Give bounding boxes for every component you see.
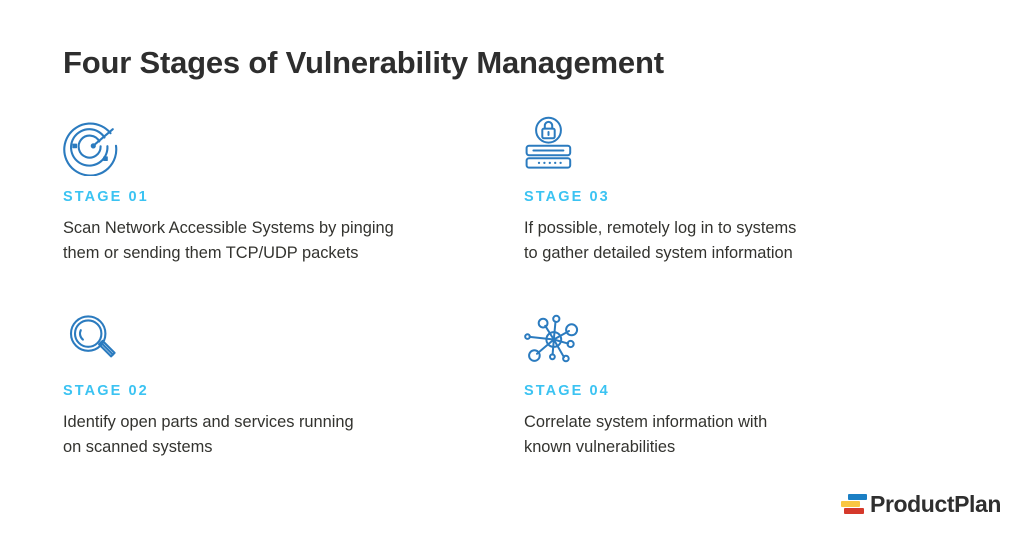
stage-description-line: Scan Network Accessible Systems by pingi… (63, 218, 394, 237)
productplan-logo-mark-icon (841, 492, 867, 516)
productplan-wordmark: ProductPlan (870, 490, 1002, 517)
stage-label: STAGE 03 (524, 189, 610, 205)
login-lock-icon (524, 116, 584, 178)
productplan-logo: ProductPlan (841, 489, 1001, 519)
stage-label: STAGE 01 (63, 189, 149, 205)
stage-description: Correlate system information with known … (524, 410, 934, 461)
stage-label: STAGE 02 (63, 383, 149, 399)
page-title: Four Stages of Vulnerability Management (63, 45, 664, 80)
stage-description-line: them or sending them TCP/UDP packets (63, 244, 359, 263)
stage-label: STAGE 04 (524, 383, 610, 399)
stage-description-line: known vulnerabilities (524, 438, 676, 457)
stage-description-line: on scanned systems (63, 438, 213, 457)
stage-card-01: STAGE 01 Scan Network Accessible Systems… (63, 116, 493, 267)
stage-card-02: STAGE 02 Identify open parts and service… (63, 310, 493, 461)
radar-scan-icon (63, 116, 123, 178)
logo-bar-yellow (841, 501, 860, 507)
magnifying-glass-icon (63, 310, 123, 372)
stage-description: Identify open parts and services running… (63, 410, 473, 461)
stage-card-03: STAGE 03 If possible, remotely log in to… (524, 116, 954, 267)
stage-card-04: STAGE 04 Correlate system information wi… (524, 310, 954, 461)
logo-bar-blue (848, 494, 867, 500)
network-nodes-icon (524, 310, 584, 372)
stage-description-line: to gather detailed system information (524, 244, 793, 263)
stage-description-line: Correlate system information with (524, 412, 768, 431)
stage-description: If possible, remotely log in to systems … (524, 216, 934, 267)
stage-description: Scan Network Accessible Systems by pingi… (63, 216, 473, 267)
logo-bar-red (844, 508, 864, 514)
stage-description-line: Identify open parts and services running (63, 412, 354, 431)
stage-description-line: If possible, remotely log in to systems (524, 218, 797, 237)
